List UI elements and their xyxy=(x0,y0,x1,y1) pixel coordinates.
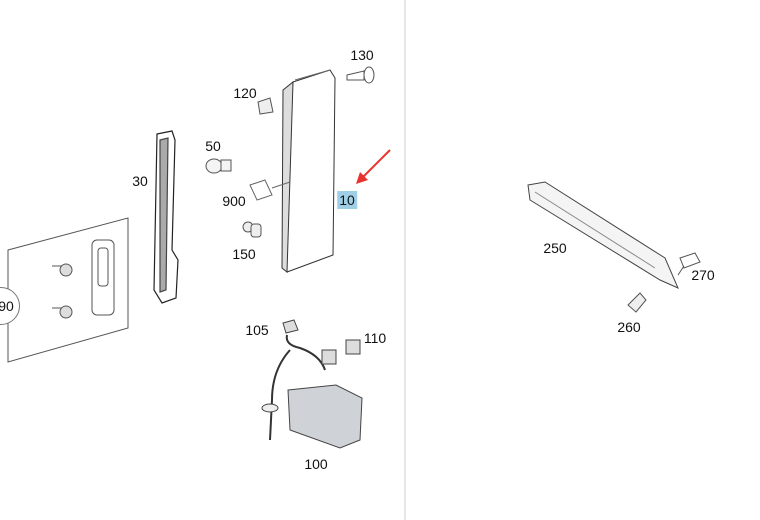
part-50-bulb[interactable] xyxy=(205,158,232,174)
part-900-socket[interactable] xyxy=(249,179,291,201)
callout-100[interactable]: 100 xyxy=(304,456,328,472)
callout-110[interactable]: 110 xyxy=(363,330,387,346)
part-250-brake-light[interactable] xyxy=(527,181,679,289)
part-120-clip[interactable] xyxy=(257,97,274,115)
part-10-taillight[interactable] xyxy=(281,69,336,274)
part-130-screw[interactable] xyxy=(346,66,375,84)
callout-120[interactable]: 120 xyxy=(233,85,257,101)
selection-arrow-icon xyxy=(356,149,391,184)
callout-250[interactable]: 250 xyxy=(543,240,567,256)
callout-260[interactable]: 260 xyxy=(617,319,641,335)
part-270-screw[interactable] xyxy=(677,252,701,276)
callout-30[interactable]: 30 xyxy=(132,173,148,189)
callout-105[interactable]: 105 xyxy=(245,322,269,338)
callout-270[interactable]: 270 xyxy=(691,267,715,283)
callout-130[interactable]: 130 xyxy=(350,47,374,63)
part-100-harness[interactable] xyxy=(261,319,363,449)
callout-90[interactable]: 90 xyxy=(0,298,14,314)
callout-50[interactable]: 50 xyxy=(205,138,221,154)
part-150-nut[interactable] xyxy=(242,221,262,238)
callout-150[interactable]: 150 xyxy=(232,246,256,262)
part-260-clip[interactable] xyxy=(627,292,647,313)
callout-10-selected[interactable]: 10 xyxy=(337,191,357,209)
callout-900[interactable]: 900 xyxy=(222,193,246,209)
part-30-gasket[interactable] xyxy=(153,130,179,304)
part-90-kit[interactable] xyxy=(7,217,129,363)
